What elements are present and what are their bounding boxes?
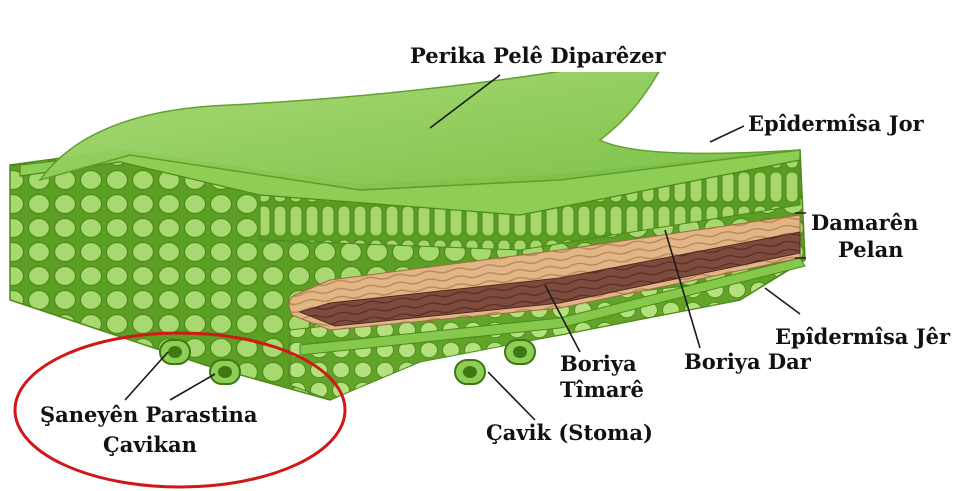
label-cuticle: Perika Pelê Diparêzer xyxy=(410,43,667,68)
label-vascular-bundle-line1: Damarên xyxy=(811,210,918,235)
label-stoma: Çavik (Stoma) xyxy=(486,420,653,445)
label-guard-cells-line1: Şaneyên Parastina xyxy=(40,402,258,427)
label-upper-epidermis: Epîdermîsa Jor xyxy=(748,111,925,136)
label-xylem: Boriya Dar xyxy=(684,349,812,374)
label-phloem-line1: Boriya xyxy=(560,351,637,376)
label-vascular-bundle-line2: Pelan xyxy=(838,237,903,262)
label-lower-epidermis: Epîdermîsa Jêr xyxy=(775,324,951,349)
label-guard-cells-line2: Çavikan xyxy=(103,432,197,457)
label-phloem-line2: Tîmarê xyxy=(560,377,644,402)
